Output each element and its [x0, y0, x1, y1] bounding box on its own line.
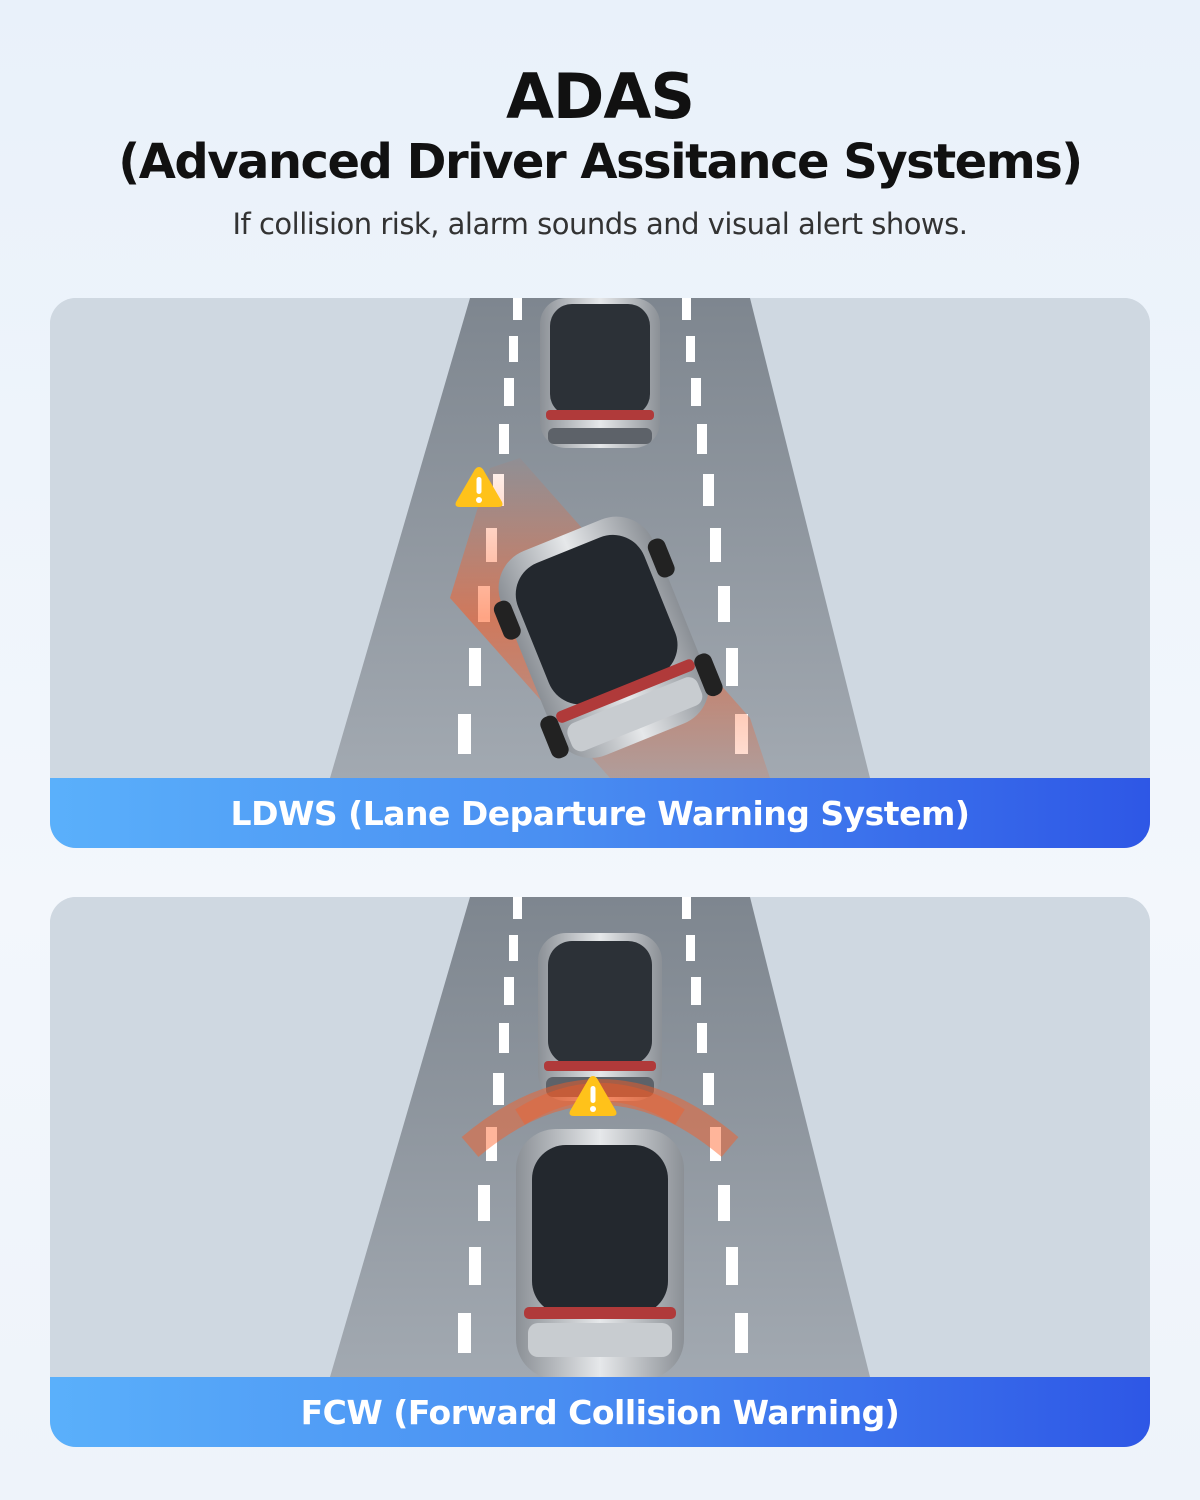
- warning-icon: [569, 1076, 617, 1116]
- warning-icon: [455, 467, 503, 507]
- fcw-banner: FCW (Forward Collision Warning): [50, 1377, 1150, 1447]
- lane-markings-right: [682, 897, 748, 1353]
- page-subtitle: (Advanced Driver Assitance Systems): [118, 134, 1083, 190]
- page-title: ADAS: [505, 60, 695, 133]
- lane-markings-left: [458, 897, 522, 1353]
- lead-car: [538, 933, 662, 1101]
- ldws-panel: LDWS (Lane Departure Warning System): [50, 298, 1150, 848]
- ldws-banner: LDWS (Lane Departure Warning System): [50, 778, 1150, 848]
- ldws-scene: [50, 298, 1150, 848]
- fcw-scene: [50, 897, 1150, 1447]
- ego-car: [516, 1129, 684, 1379]
- lead-car: [540, 298, 660, 448]
- page-tagline: If collision risk, alarm sounds and visu…: [232, 207, 968, 241]
- fcw-panel: FCW (Forward Collision Warning): [50, 897, 1150, 1447]
- ego-car: [493, 516, 723, 759]
